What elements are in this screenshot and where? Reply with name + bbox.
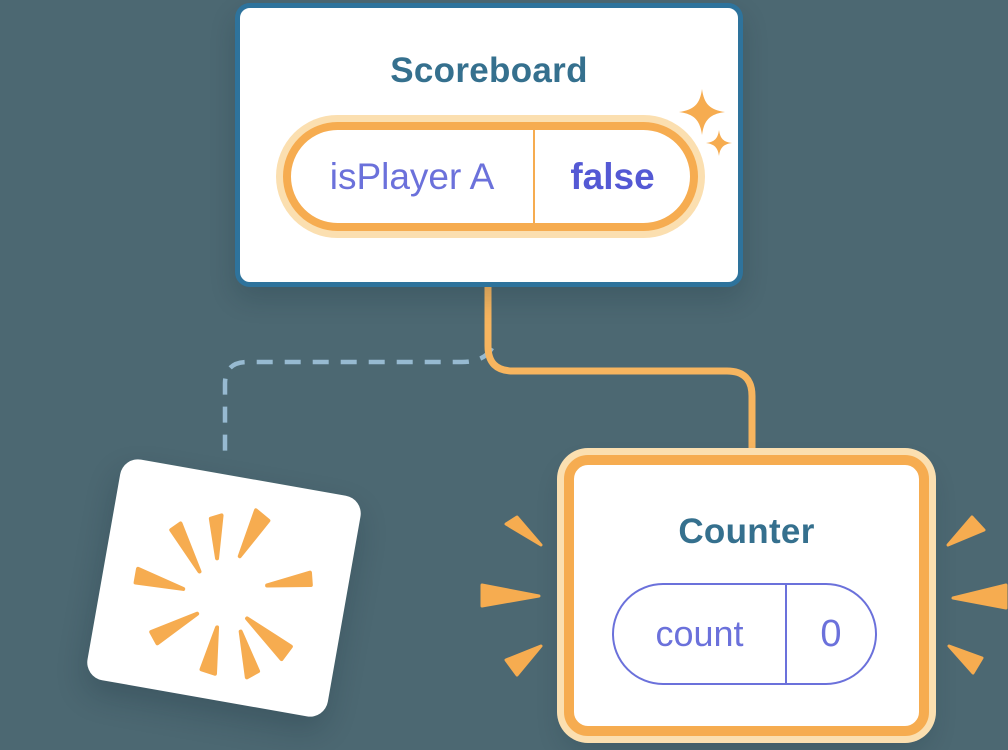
state-value: 0 <box>820 612 842 655</box>
state-label: count <box>614 585 787 683</box>
counter-card: Counter count 0 <box>564 455 929 736</box>
burst-icon <box>133 508 313 680</box>
counter-state-pill: count 0 <box>612 583 877 685</box>
scoreboard-card: Scoreboard isPlayer A false <box>235 3 743 287</box>
counter-title: Counter <box>678 512 815 551</box>
scoreboard-title: Scoreboard <box>390 51 588 90</box>
dashed-connector-line <box>222 346 494 458</box>
state-label: isPlayer A <box>291 130 535 223</box>
emphasis-right-icon <box>946 515 1008 675</box>
emphasis-left-icon <box>480 515 543 677</box>
solid-connector-line <box>484 284 756 452</box>
scoreboard-state-pill: isPlayer A false <box>283 122 698 231</box>
removed-component-card <box>84 456 364 720</box>
state-value: false <box>570 155 655 197</box>
